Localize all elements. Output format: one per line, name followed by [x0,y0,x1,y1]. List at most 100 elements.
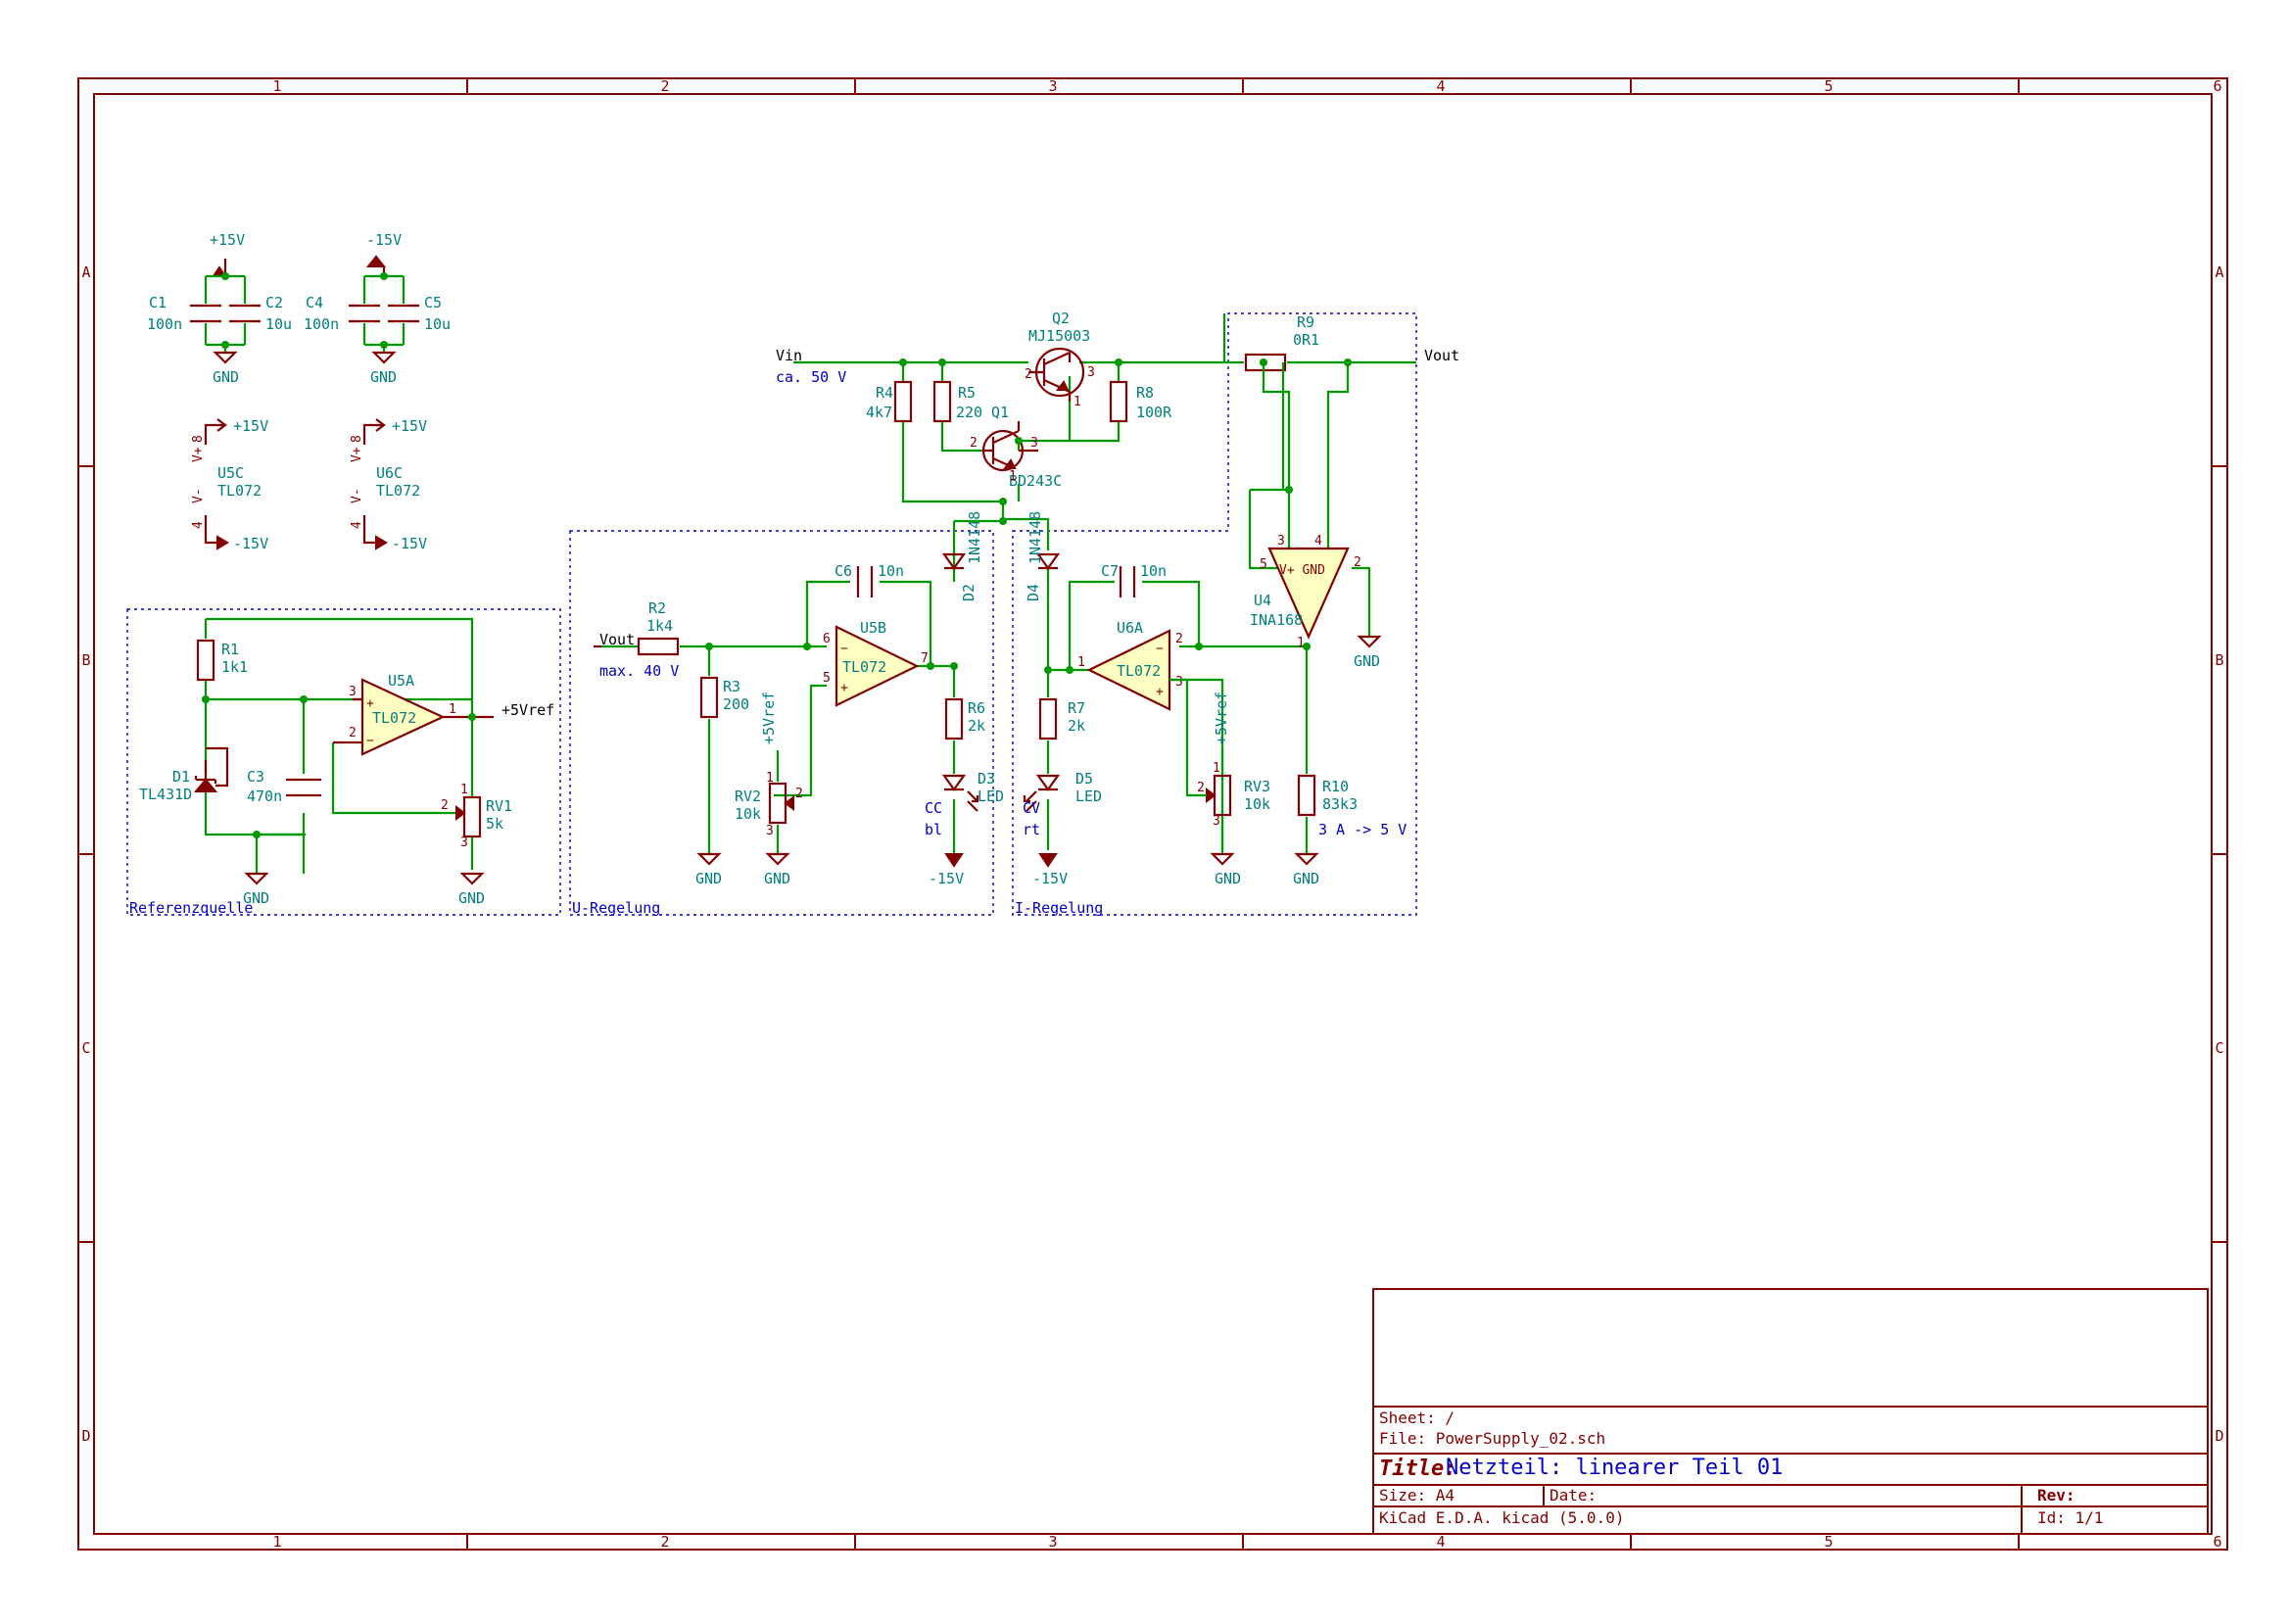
c1-value: 100n [147,315,182,333]
r8-ref: R8 [1136,384,1154,402]
pwr-minus15-d3: -15V [929,870,964,887]
decoupling-right: -15V GND C4 100n C5 10u [304,231,451,386]
block-u-regelung [569,530,994,916]
r1-body [196,639,215,682]
pwr-gnd-c1: GND [213,368,239,386]
title-block-sheet: Sheet: / [1379,1409,1455,1427]
pwr-gnd-u4: GND [1354,652,1380,670]
q1-value: BD243C [1009,472,1062,490]
frame-row-d-right: D [2215,1427,2223,1445]
frame-row-c-left: C [81,1039,90,1057]
d3-value: LED [978,788,1004,805]
pwr-gnd-ref1: GND [243,889,269,907]
r6-ref: R6 [968,699,985,717]
rv3-pin-3: 3 [1213,814,1220,829]
frame-col-5-top: 5 [1824,77,1833,95]
pwr-gnd-r3: GND [695,870,722,887]
frame-row-a-left: A [81,263,90,281]
c4-value: 100n [304,315,339,333]
u6a-pin-3: 3 [1175,675,1183,690]
r10-ref: R10 [1322,778,1349,795]
c6-value: 10n [878,562,904,580]
rv2-ref: RV2 [735,788,761,805]
power-stage-circuit: Vin ca. 50 V R4 4k7 R5 220 Q1 BD243C 2 3… [776,310,1459,545]
d5-value: LED [1075,788,1102,805]
gnd-symbol-icon [371,351,397,364]
block-outlines: Referenzquelle U-Regelung I-Regelung [126,312,1417,917]
frame-col-3-bottom: 3 [1048,1533,1057,1551]
u6a-pin-1: 1 [1077,655,1085,670]
c2-value: 10u [265,315,292,333]
frame-col-4-top: 4 [1436,77,1445,95]
r3-ref: R3 [723,678,740,695]
d5-ref: D5 [1075,770,1093,788]
frame-row-b-left: B [81,651,90,669]
d1-value: TL431D [139,786,192,803]
c3-value: 470n [247,788,282,805]
d2-diode-icon [941,552,967,570]
u5b-pin-7: 7 [921,651,929,666]
r1-value: 1k1 [221,658,248,676]
u5b-pin-5: 5 [823,671,831,686]
d2-value: 1N4148 [966,511,983,564]
r2-value: 1k4 [646,617,673,635]
u5a-minus-sign: − [366,734,374,748]
u6c-minus15: -15V [392,535,427,552]
frame-row-c-right: C [2215,1039,2223,1057]
rv3-value: 10k [1244,795,1270,813]
q2-ref: Q2 [1052,310,1070,327]
r4-body [893,380,913,423]
u5b-value: TL072 [842,658,886,676]
r3-body [699,676,719,719]
r4-value: 4k7 [866,404,892,421]
d5-led-icon [1035,774,1061,791]
u5c-minus15: -15V [233,535,268,552]
r3-value: 200 [723,695,749,713]
r7-body [1038,697,1058,740]
rv2-value: 10k [735,805,761,823]
title-block-rev: Rev: [2037,1486,2075,1505]
u5c-plus15: +15V [233,417,268,435]
pwr-gnd-rv3: GND [1215,870,1241,887]
u5a-pin-3: 3 [349,685,357,699]
block-u-regelung-label: U-Regelung [572,899,660,917]
c3-ref: C3 [247,768,264,786]
title-block-id: Id: 1/1 [2037,1508,2103,1527]
u6c-pin-4: 4 [350,521,364,529]
net-vin: Vin [776,347,802,364]
rv1-pin-3: 3 [460,836,468,850]
d1-ref: D1 [172,768,190,786]
r9-ref: R9 [1297,313,1314,331]
u5b-ref: U5B [860,619,886,637]
gnd-symbol-icon [1357,635,1382,648]
q1-ref: Q1 [991,404,1009,421]
d4-value: 1N4148 [1026,511,1044,564]
current-regulation-circuit: D4 1N4148 R7 2k D5 LED CV rt -15V C7 10n… [1023,362,1407,887]
u4-pin-5: 5 [1260,557,1267,572]
rv1-value: 5k [486,815,503,833]
frame-row-b-right: B [2215,651,2223,669]
gnd-symbol-icon [213,351,238,364]
u4-value: INA168 [1250,611,1303,629]
rv1-pin-1: 1 [460,783,468,797]
minus15-arrow-icon [365,255,387,267]
note-cv-color: rt [1023,821,1040,838]
block-referenzquelle [126,608,561,916]
q1-pin-2: 2 [970,436,978,451]
u5a-opamp-body [360,678,446,756]
u5c-ref: U5C [217,464,244,482]
rv2-pin-2: 2 [795,787,803,801]
title-block-size: Size: A4 [1379,1486,1455,1505]
r6-value: 2k [968,717,985,735]
title-block-file: File: PowerSupply_02.sch [1379,1429,1605,1448]
voltage-regulation-circuit: Vout max. 40 V R2 1k4 R3 200 GND +5Vref … [594,511,1004,887]
u5b-opamp-body [835,625,920,707]
q2-pin-1: 1 [1073,395,1081,409]
pwr-minus15-c4: -15V [366,231,402,249]
u6c-pin-8: 8 [350,435,364,443]
note-cv: CV [1023,799,1040,817]
u5c-value: TL072 [217,482,262,500]
r5-value: 220 [956,404,982,421]
u6c-ref: U6C [376,464,403,482]
u5c-pin-4: 4 [191,521,206,529]
